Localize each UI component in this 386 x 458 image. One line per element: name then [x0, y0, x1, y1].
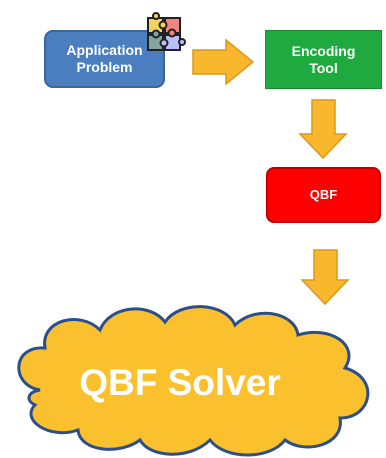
arrow-app-to-encoding [192, 38, 255, 86]
qbf-node: QBF [266, 167, 381, 223]
qbf-label: QBF [309, 187, 338, 203]
application-line2: Problem [76, 59, 133, 75]
encoding-line2: Tool [309, 59, 338, 76]
puzzle-icon [147, 12, 186, 51]
encoding-tool-node: Encoding Tool [265, 30, 382, 89]
solver-cloud [17, 305, 370, 457]
arrow-encoding-to-qbf [298, 99, 348, 160]
encoding-line1: Encoding [291, 42, 356, 59]
arrow-qbf-to-solver [300, 249, 350, 306]
qbf-solver-label: QBF Solver [79, 362, 281, 403]
application-line1: Application [66, 42, 143, 59]
application-problem-node: Application Problem [44, 30, 165, 88]
